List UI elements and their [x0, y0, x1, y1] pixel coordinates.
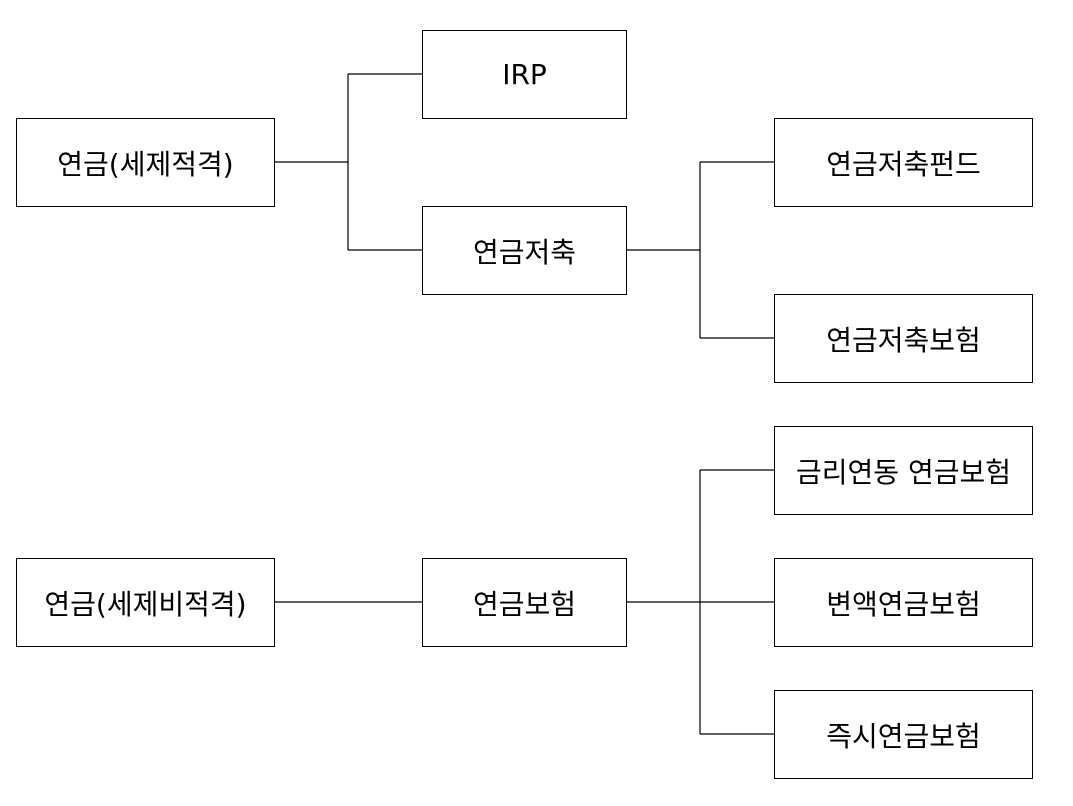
node-label: 금리연동 연금보험 [796, 455, 1011, 489]
node-pension-insurance: 연금보험 [422, 558, 627, 647]
node-pension-savings-fund: 연금저축펀드 [774, 118, 1033, 207]
node-non-qualified-pension: 연금(세제비적격) [16, 558, 275, 647]
node-label: 연금저축 [472, 235, 577, 269]
node-irp: IRP [422, 30, 627, 119]
node-label: 연금(세제비적격) [44, 587, 247, 621]
node-label: 변액연금보험 [826, 587, 981, 621]
node-immediate-pension-insurance: 즉시연금보험 [774, 690, 1033, 779]
node-label: 연금(세제적격) [57, 147, 234, 181]
node-pension-savings-insurance: 연금저축보험 [774, 294, 1033, 383]
node-variable-pension-insurance: 변액연금보험 [774, 558, 1033, 647]
node-qualified-pension: 연금(세제적격) [16, 118, 275, 207]
node-label: 즉시연금보험 [826, 719, 981, 753]
node-label: 연금저축보험 [826, 323, 981, 357]
node-pension-savings: 연금저축 [422, 206, 627, 295]
node-label: 연금보험 [472, 587, 577, 621]
node-label: IRP [502, 58, 547, 91]
node-label: 연금저축펀드 [826, 147, 981, 181]
node-fixed-rate-pension-insurance: 금리연동 연금보험 [774, 426, 1033, 515]
